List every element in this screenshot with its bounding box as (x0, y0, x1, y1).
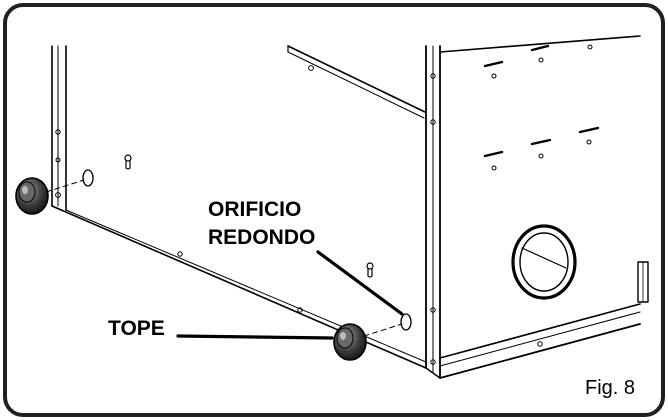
callout-round-hole-line2: REDONDO (208, 226, 315, 249)
round-hole-left (82, 169, 94, 187)
keyhole-slot-icon (366, 262, 374, 278)
keyhole-slot-icon (124, 154, 132, 170)
callout-stop: TOPE (108, 317, 165, 340)
alignment-line-left (45, 179, 85, 193)
bumper-right (333, 323, 367, 361)
cabinet-corner-post (425, 45, 441, 379)
cabinet-side-panel (439, 35, 649, 379)
duct-opening (511, 224, 577, 300)
bumper-left (15, 177, 49, 215)
round-hole-right (400, 313, 412, 331)
figure-label: Fig. 8 (585, 377, 635, 399)
vent-slots (483, 44, 600, 158)
callout-round-hole-line1: ORIFICIO (208, 198, 301, 221)
alignment-line-right (363, 323, 403, 337)
panel-screws (55, 65, 314, 313)
vent-screws (491, 44, 593, 171)
leader-line-round-hole (316, 250, 404, 316)
figure-border (3, 3, 665, 417)
leader-line-stop (176, 334, 334, 340)
